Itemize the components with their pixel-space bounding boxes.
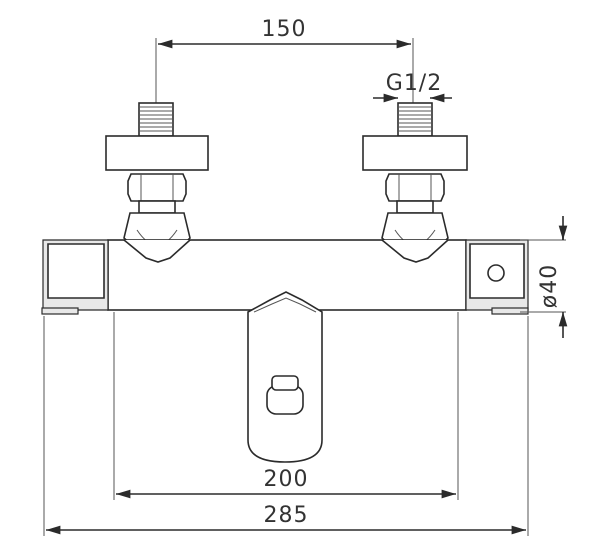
diameter-label: ø40	[537, 264, 562, 308]
left-thread-lines	[139, 106, 173, 132]
spout	[247, 291, 323, 463]
right-connector	[362, 102, 468, 263]
temperature-marker-icon	[487, 264, 505, 282]
dimension-285-label: 285	[264, 503, 309, 528]
left-connector	[105, 102, 209, 263]
dimension-150: 150	[155, 17, 414, 108]
right-thread-lines	[398, 106, 432, 132]
thread-label: G1/2	[386, 71, 442, 96]
dimension-200: 200	[113, 312, 459, 500]
dimension-285: 285	[43, 316, 529, 536]
dimension-thread: G1/2	[373, 71, 452, 103]
dimension-150-label: 150	[262, 17, 307, 42]
dimension-200-label: 200	[264, 467, 309, 492]
dimension-diameter: ø40	[520, 216, 568, 338]
